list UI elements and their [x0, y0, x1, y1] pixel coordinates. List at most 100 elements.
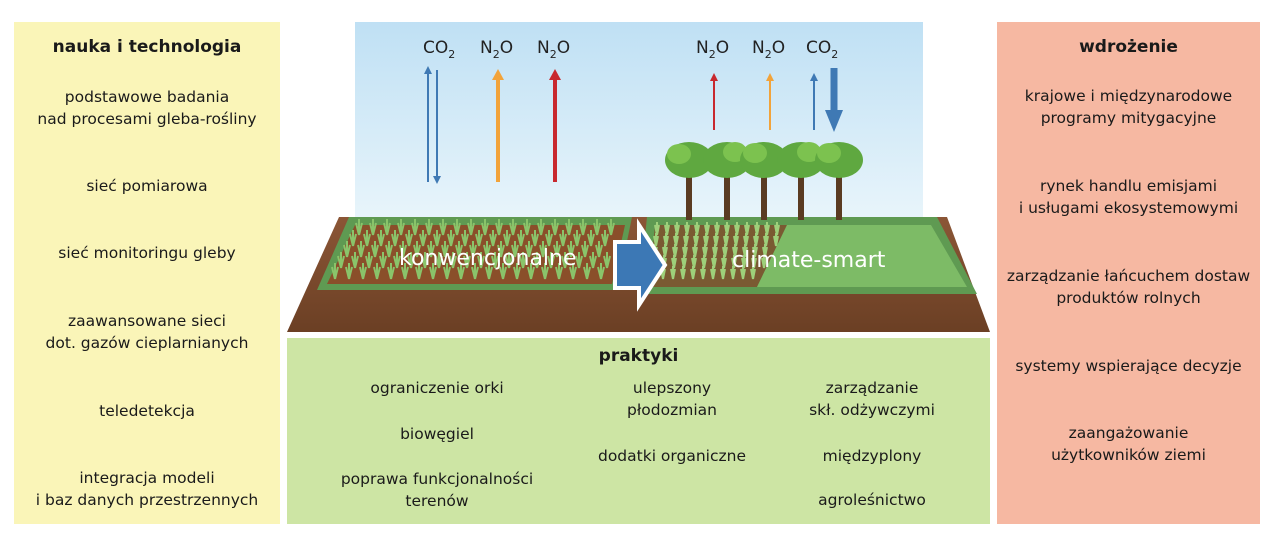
tree-icon	[777, 142, 825, 220]
arrow-up-icon	[710, 73, 718, 81]
conventional-label: konwencjonalne	[399, 246, 577, 271]
implementation-title: wdrożenie	[1079, 37, 1178, 57]
crop-plant	[680, 266, 686, 280]
crop-plant	[397, 219, 405, 236]
crop-plant	[449, 252, 457, 269]
crop-plant	[710, 266, 716, 280]
crop-plant	[517, 230, 525, 247]
crop-plant	[551, 219, 559, 236]
crop-plant	[523, 219, 531, 236]
crop-plant	[573, 230, 581, 247]
crop-plant	[491, 252, 499, 269]
crop-plant	[359, 263, 367, 280]
crop-plant	[505, 252, 513, 269]
practice-organic-amendments: dodatki organiczne	[597, 447, 746, 465]
crop-plant	[740, 266, 746, 280]
co2-label: CO2	[806, 38, 838, 61]
crop-plant	[351, 252, 359, 269]
crop-plant	[730, 266, 736, 280]
implementation-item-decision-support: systemy wspierające decyzje	[1015, 357, 1242, 375]
crop-plant	[457, 263, 465, 280]
practice-biochar: biowęgiel	[400, 425, 474, 443]
crop-plant	[455, 241, 463, 258]
crop-plant	[447, 230, 455, 247]
crop-plant	[555, 263, 563, 280]
crop-plant	[513, 263, 521, 280]
crop-plant	[441, 241, 449, 258]
arrow-down-icon	[433, 176, 441, 184]
science-item-ghg-networks: zaawansowane sieci dot. gazów cieplarnia…	[45, 312, 249, 352]
arrow-up-icon	[549, 69, 561, 80]
crop-plant	[387, 263, 395, 280]
crop-plant	[415, 263, 423, 280]
crop-plant	[525, 241, 533, 258]
science-item-model-integration: integracja modeli i baz danych przestrze…	[35, 469, 259, 509]
climate-smart-label: climate-smart	[732, 248, 886, 273]
practices-panel: praktyki ograniczenie orki biowęgiel pop…	[287, 338, 990, 524]
crop-plant	[355, 219, 363, 236]
crop-plant	[349, 230, 357, 247]
crop-plant	[439, 219, 447, 236]
n2o-label: N2O	[752, 38, 785, 61]
n2o-label: N2O	[480, 38, 513, 61]
crop-plant	[761, 255, 767, 269]
science-item-measurement-network: sieć pomiarowa	[86, 177, 208, 195]
crop-plant	[495, 219, 503, 236]
crop-plant	[467, 219, 475, 236]
crop-plant	[369, 219, 377, 236]
crop-plant	[593, 219, 601, 236]
crop-plant	[383, 219, 391, 236]
practice-reduced-tillage: ograniczenie orki	[370, 379, 504, 397]
crop-plant	[419, 230, 427, 247]
crop-plant	[569, 263, 577, 280]
implementation-item-emissions-market: rynek handlu emisjami i usługami ekosyst…	[1018, 177, 1239, 217]
science-item-soil-monitoring: sieć monitoringu gleby	[58, 244, 236, 262]
arrow-up-icon	[492, 69, 504, 80]
science-item-basic-research: podstawowe badania nad procesami gleba-r…	[37, 88, 257, 128]
crop-plant	[503, 230, 511, 247]
tree-icon	[740, 142, 788, 220]
crop-plant	[553, 241, 561, 258]
implementation-panel: wdrożenie krajowe i międzynarodowe progr…	[997, 22, 1260, 524]
tree-icon	[703, 142, 751, 220]
crop-plant	[365, 252, 373, 269]
crop-plant	[545, 230, 553, 247]
tree-icon	[665, 142, 713, 220]
crop-plant	[345, 263, 353, 280]
transition-arrow-icon	[613, 218, 668, 312]
crop-plant	[391, 230, 399, 247]
crop-plant	[565, 219, 573, 236]
crop-plant	[581, 241, 589, 258]
crop-plant	[519, 252, 527, 269]
crop-plant	[343, 241, 351, 258]
crop-plant	[537, 219, 545, 236]
crop-plant	[601, 230, 609, 247]
crop-plant	[475, 230, 483, 247]
crop-plant	[357, 241, 365, 258]
crop-plant	[477, 252, 485, 269]
flux-arrows	[424, 66, 843, 184]
arrow-down-icon	[825, 110, 843, 132]
crop-plant	[499, 263, 507, 280]
crop-plant	[337, 252, 345, 269]
crop-plant	[481, 219, 489, 236]
co2-label: CO2	[423, 38, 455, 61]
crop-plant	[720, 266, 726, 280]
crop-plant	[579, 219, 587, 236]
crop-plant	[575, 252, 583, 269]
crop-plant	[385, 241, 393, 258]
smart-crops	[650, 222, 780, 280]
crop-plant	[331, 263, 339, 280]
crop-plant	[485, 263, 493, 280]
crop-plant	[607, 219, 615, 236]
crop-plant	[435, 252, 443, 269]
crop-plant	[363, 230, 371, 247]
crop-plant	[700, 266, 706, 280]
n2o-label: N2O	[696, 38, 729, 61]
crop-plant	[539, 241, 547, 258]
crop-plant	[429, 263, 437, 280]
implementation-item-supply-chain: zarządzanie łańcuchem dostaw produktów r…	[1006, 267, 1251, 307]
crop-plant	[463, 252, 471, 269]
crop-plant	[509, 219, 517, 236]
crop-plant	[379, 252, 387, 269]
